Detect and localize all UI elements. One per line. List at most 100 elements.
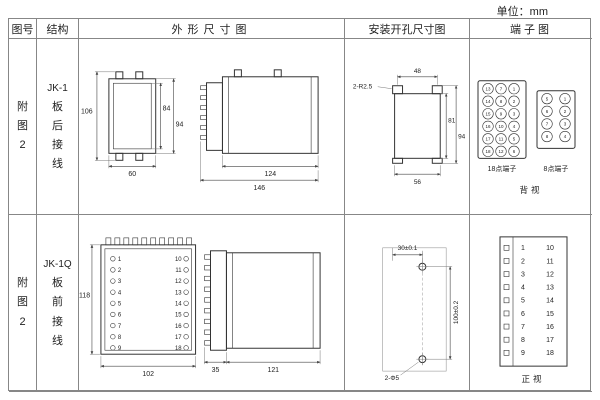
mounting-cell-row2: 30±0.1 100±0.2 2-Φ5 bbox=[345, 215, 470, 392]
header-mounting: 安装开孔尺寸图 bbox=[345, 19, 470, 39]
terminal-number: 5 bbox=[118, 301, 122, 307]
header-structure: 结构 bbox=[37, 19, 79, 39]
fig-char: 附 bbox=[17, 100, 28, 113]
terminal-number: 5 bbox=[546, 96, 549, 101]
dim-100: 100±0.2 bbox=[453, 300, 460, 324]
structure-char: 板 bbox=[52, 100, 63, 113]
model-name: JK-1 bbox=[47, 82, 68, 94]
terminal-number: 17 bbox=[546, 337, 554, 344]
terminal-number: 17 bbox=[486, 137, 492, 142]
drill-plan: 30±0.1 100±0.2 2-Φ5 bbox=[382, 245, 460, 382]
structure-char: 后 bbox=[52, 119, 63, 132]
terminal-number: 16 bbox=[546, 324, 554, 331]
fig-char: 图 bbox=[17, 119, 28, 132]
terminal-number: 18 bbox=[546, 350, 554, 357]
terminal-number: 7 bbox=[546, 122, 549, 127]
terminal-number: 13 bbox=[546, 285, 554, 292]
dim-60: 60 bbox=[128, 171, 136, 178]
terminal-number: 2 bbox=[513, 99, 516, 104]
terminal-number: 4 bbox=[521, 285, 525, 292]
terminal-number: 7 bbox=[521, 324, 525, 331]
terminal-number: 4 bbox=[118, 290, 122, 296]
terminal-number: 14 bbox=[486, 99, 492, 104]
terminal-number: 13 bbox=[175, 290, 182, 296]
terminal-number: 8 bbox=[118, 335, 122, 341]
unit-label: 单位：mm bbox=[496, 6, 548, 18]
structure-char: 线 bbox=[52, 158, 63, 171]
view-label-front: 正视 bbox=[522, 374, 545, 384]
dim-124: 124 bbox=[264, 171, 276, 178]
terminal-number: 13 bbox=[486, 86, 492, 91]
terminal-number: 15 bbox=[486, 111, 492, 116]
mounting-cell-row1: 48 2-R2.5 81 94 56 bbox=[345, 39, 470, 215]
terminal-cell-row1: 13 7 1 14 8 2 15 9 3 16 10 4 17 11 5 18 bbox=[470, 39, 592, 215]
front-view: 1 2 3 4 5 6 7 8 9 10 11 12 13 14 15 16 1 bbox=[79, 237, 197, 378]
terminal-number: 15 bbox=[175, 313, 182, 319]
side-view: 124 146 bbox=[199, 69, 319, 192]
mounting-drawing-jk1: 48 2-R2.5 81 94 56 bbox=[353, 68, 466, 186]
header-outline: 外形尺寸图 bbox=[79, 19, 345, 39]
terminal-number: 10 bbox=[175, 257, 182, 263]
dim-35: 35 bbox=[212, 367, 220, 374]
terminal-number: 11 bbox=[499, 137, 504, 142]
fig-char: 2 bbox=[19, 315, 26, 328]
outline-cell-row2: 1 2 3 4 5 6 7 8 9 10 11 12 13 14 15 16 1 bbox=[79, 215, 345, 392]
header-fig-no: 图号 bbox=[9, 19, 37, 39]
terminal-number: 1 bbox=[513, 86, 516, 91]
fig-no-row2: 附 图 2 bbox=[9, 215, 37, 392]
dim-146: 146 bbox=[254, 185, 266, 192]
fig-char: 2 bbox=[19, 139, 26, 152]
front-view: 106 84 94 60 bbox=[81, 71, 184, 178]
radius-note: 2-R2.5 bbox=[353, 84, 373, 91]
terminal-number: 8 bbox=[546, 134, 549, 139]
hole-note: 2-Φ5 bbox=[385, 375, 400, 382]
terminal-number: 6 bbox=[521, 311, 525, 318]
terminal-number: 12 bbox=[546, 271, 554, 278]
dim-106: 106 bbox=[81, 109, 93, 116]
terminal-number: 9 bbox=[118, 346, 122, 352]
terminal-number: 14 bbox=[175, 301, 182, 307]
terminal-number: 6 bbox=[546, 109, 549, 114]
terminal-number: 12 bbox=[499, 149, 505, 154]
structure-row2: JK-1Q 板 前 接 线 bbox=[37, 215, 79, 392]
structure-row1: JK-1 板 后 接 线 bbox=[37, 39, 79, 215]
fig-no-row1: 附 图 2 bbox=[9, 39, 37, 215]
terminal-number: 4 bbox=[513, 124, 516, 129]
terminal-number: 10 bbox=[546, 245, 554, 252]
view-label-rear: 背视 bbox=[520, 185, 543, 195]
terminal-number: 3 bbox=[513, 111, 516, 116]
terminal-number: 7 bbox=[118, 324, 122, 330]
terminal-number: 4 bbox=[564, 134, 567, 139]
structure-char: 板 bbox=[52, 277, 63, 289]
dim-94b: 94 bbox=[458, 133, 466, 140]
terminal-number: 2 bbox=[521, 258, 525, 265]
fig-char: 图 bbox=[17, 296, 28, 309]
terminal-number: 6 bbox=[118, 313, 122, 319]
terminal-number: 1 bbox=[564, 96, 567, 101]
dim-118: 118 bbox=[79, 293, 90, 300]
dim-121: 121 bbox=[267, 367, 279, 374]
dim-102: 102 bbox=[142, 371, 154, 378]
terminal-number: 11 bbox=[175, 268, 182, 274]
terminal-block-8: 5 1 6 2 7 3 8 4 bbox=[536, 90, 576, 149]
terminal-number: 10 bbox=[499, 124, 505, 129]
terminal-number: 16 bbox=[486, 124, 492, 129]
terminal-number: 18 bbox=[175, 346, 182, 352]
terminal-strip: 1 2 3 4 5 6 7 8 9 10 11 12 13 14 15 16 1 bbox=[499, 236, 568, 367]
terminal-block-18: 13 7 1 14 8 2 15 9 3 16 10 4 17 11 5 18 bbox=[477, 80, 527, 159]
dim-30: 30±0.1 bbox=[398, 245, 418, 252]
terminal-number: 2 bbox=[564, 109, 567, 114]
terminal-number: 9 bbox=[521, 350, 525, 357]
terminal-number: 3 bbox=[564, 122, 567, 127]
terminal-number: 5 bbox=[521, 298, 525, 305]
dim-94: 94 bbox=[176, 122, 184, 129]
side-view: 35 121 bbox=[203, 250, 321, 374]
dim-56: 56 bbox=[414, 179, 422, 186]
outline-drawing-jk1q: 1 2 3 4 5 6 7 8 9 10 11 12 13 14 15 16 1 bbox=[79, 237, 321, 378]
terminal-number: 1 bbox=[118, 257, 122, 263]
label-18pt: 18点端子 bbox=[488, 164, 517, 173]
model-name: JK-1Q bbox=[43, 259, 72, 270]
terminal-number: 12 bbox=[175, 279, 182, 285]
outline-drawing-jk1: 106 84 94 60 bbox=[81, 69, 319, 192]
